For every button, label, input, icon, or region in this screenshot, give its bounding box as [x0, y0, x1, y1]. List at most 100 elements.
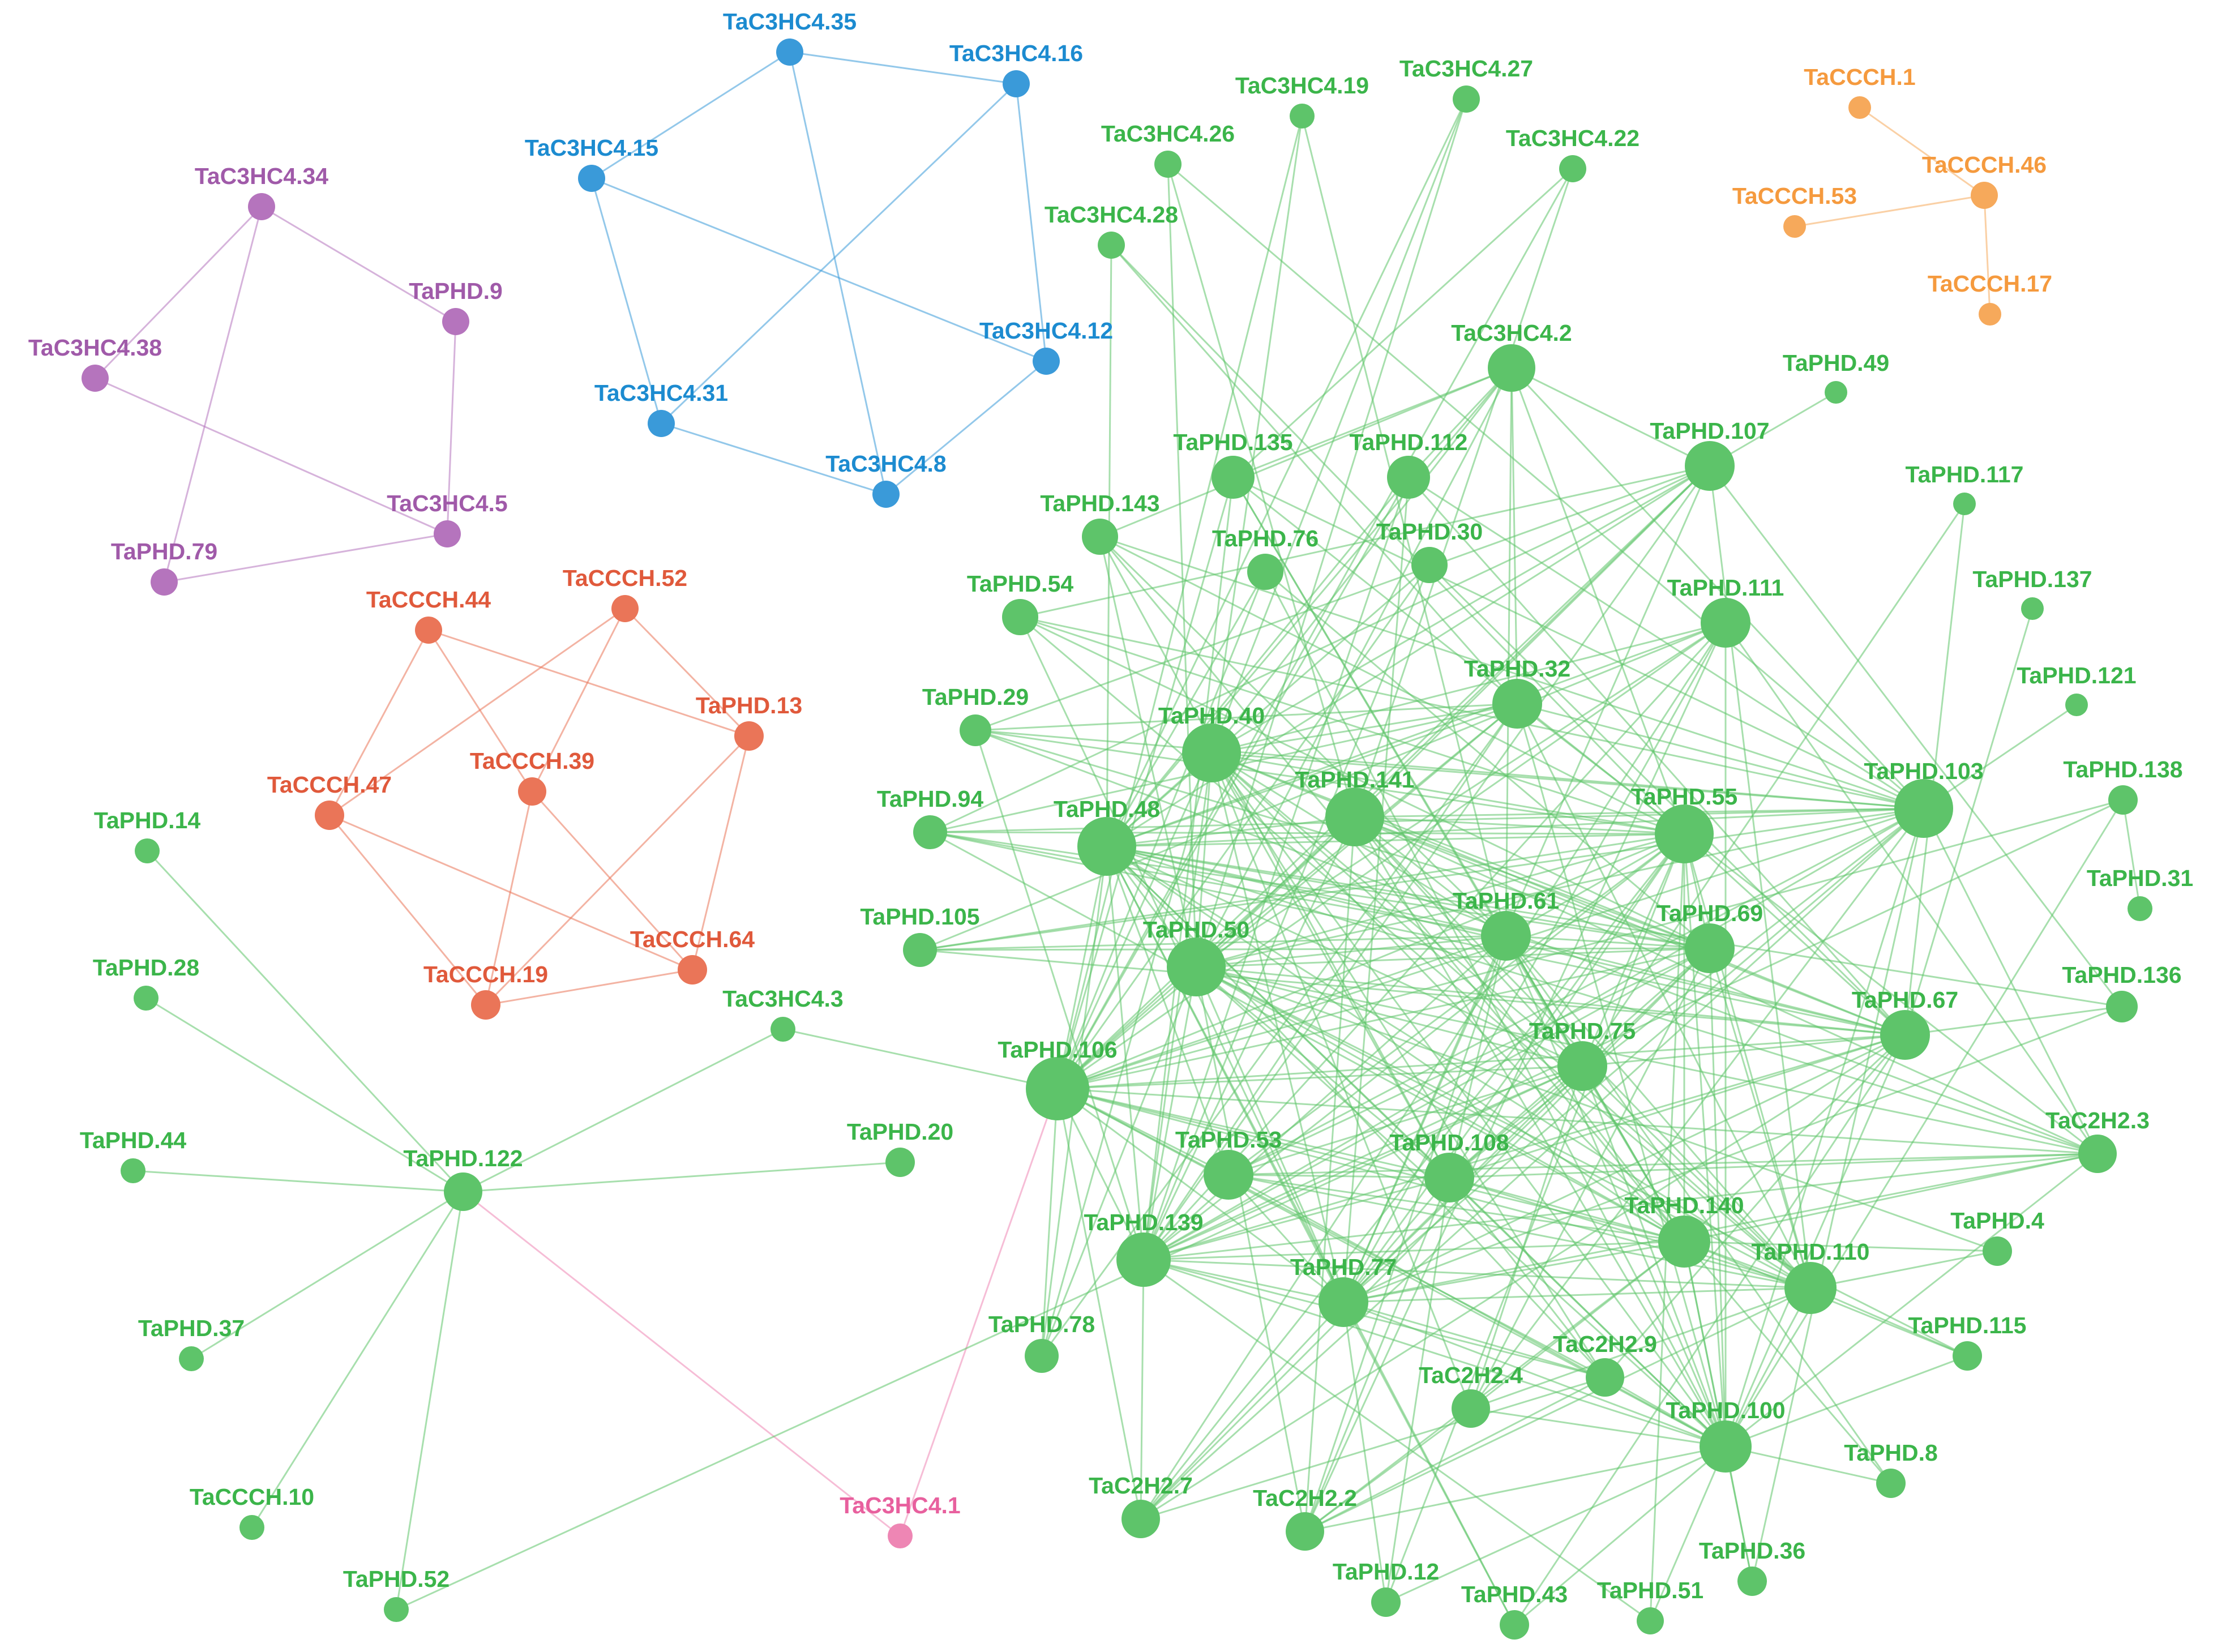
node-taccch-17[interactable] [1979, 303, 2001, 326]
node-taccch-64[interactable] [678, 955, 707, 985]
node-tac2h2-4[interactable] [1452, 1389, 1490, 1428]
node-taphd-50[interactable] [1167, 938, 1226, 996]
edge-taphd-94--taphd-69 [930, 831, 1710, 949]
node-taphd-51[interactable] [1637, 1607, 1664, 1634]
edge-taphd-106--tac3hc4-3 [782, 1028, 1058, 1090]
node-tac2h2-9[interactable] [1586, 1358, 1624, 1397]
node-taphd-29[interactable] [960, 714, 991, 746]
node-taphd-13[interactable] [734, 721, 764, 751]
node-taphd-40[interactable] [1182, 724, 1241, 782]
node-taphd-28[interactable] [134, 986, 159, 1011]
node-taphd-20[interactable] [885, 1148, 915, 1177]
node-taphd-54[interactable] [1002, 599, 1038, 635]
node-taphd-110[interactable] [1784, 1262, 1837, 1314]
edge-tac3hc4-2--taphd-143 [1099, 367, 1512, 538]
node-taphd-94[interactable] [913, 815, 947, 849]
node-taphd-112[interactable] [1387, 456, 1430, 499]
node-taphd-139[interactable] [1116, 1232, 1171, 1287]
node-label-tac3hc4-5: TaC3HC4.5 [387, 490, 507, 516]
node-tac3hc4-8[interactable] [872, 481, 900, 508]
edge-taphd-32--taphd-29 [975, 703, 1518, 731]
node-taphd-14[interactable] [135, 838, 160, 863]
node-taphd-67[interactable] [1880, 1010, 1930, 1060]
node-taphd-44[interactable] [121, 1158, 145, 1183]
node-tac3hc4-12[interactable] [1033, 348, 1060, 375]
node-taphd-36[interactable] [1737, 1567, 1767, 1596]
edge-taphd-107--taphd-40 [1211, 465, 1710, 754]
node-taphd-8[interactable] [1876, 1469, 1906, 1498]
node-taccch-39[interactable] [518, 777, 546, 806]
node-taphd-52[interactable] [384, 1597, 409, 1622]
node-tac2h2-2[interactable] [1286, 1512, 1324, 1551]
node-taphd-105[interactable] [903, 933, 937, 967]
node-tac3hc4-19[interactable] [1290, 104, 1315, 129]
node-taphd-48[interactable] [1077, 817, 1136, 876]
node-tac3hc4-34[interactable] [248, 193, 275, 220]
node-taphd-143[interactable] [1082, 519, 1118, 555]
node-taphd-76[interactable] [1247, 554, 1283, 590]
node-taccch-1[interactable] [1848, 96, 1871, 119]
node-taccch-52[interactable] [611, 595, 639, 622]
edge-taphd-141--taphd-67 [1354, 816, 1906, 1036]
node-tac3hc4-28[interactable] [1098, 232, 1125, 259]
node-taccch-53[interactable] [1783, 215, 1806, 238]
node-taccch-44[interactable] [415, 617, 442, 644]
node-taccch-46[interactable] [1971, 182, 1998, 209]
node-tac3hc4-22[interactable] [1559, 155, 1586, 182]
node-taphd-12[interactable] [1371, 1587, 1401, 1617]
node-taphd-31[interactable] [2128, 896, 2152, 921]
node-taphd-100[interactable] [1700, 1420, 1752, 1473]
node-tac2h2-3[interactable] [2078, 1135, 2117, 1173]
node-taphd-53[interactable] [1204, 1150, 1253, 1200]
node-tac3hc4-35[interactable] [776, 38, 803, 66]
node-taphd-30[interactable] [1411, 547, 1448, 583]
node-taphd-103[interactable] [1894, 779, 1953, 838]
node-taphd-61[interactable] [1481, 911, 1531, 961]
node-taphd-69[interactable] [1685, 923, 1735, 973]
node-taccch-19[interactable] [471, 990, 500, 1020]
edge-taphd-139--taphd-100 [1143, 1259, 1726, 1448]
node-tac3hc4-3[interactable] [771, 1017, 795, 1042]
node-taphd-121[interactable] [2065, 694, 2088, 716]
node-taphd-135[interactable] [1212, 456, 1255, 499]
node-taphd-77[interactable] [1319, 1277, 1368, 1327]
node-taccch-47[interactable] [315, 801, 344, 830]
node-tac3hc4-16[interactable] [1003, 70, 1030, 97]
node-taphd-137[interactable] [2021, 597, 2044, 620]
node-taphd-32[interactable] [1492, 679, 1542, 729]
node-taccch-10[interactable] [239, 1515, 264, 1540]
node-tac3hc4-15[interactable] [578, 165, 605, 192]
node-tac2h2-7[interactable] [1122, 1500, 1160, 1538]
edge-taphd-141--taphd-100 [1354, 816, 1727, 1447]
node-taphd-49[interactable] [1825, 381, 1847, 404]
edge-taphd-110--taphd-100 [1724, 1287, 1812, 1447]
node-taphd-43[interactable] [1500, 1610, 1529, 1640]
node-tac3hc4-5[interactable] [434, 520, 461, 547]
node-tac3hc4-1[interactable] [888, 1523, 913, 1548]
node-taphd-75[interactable] [1557, 1041, 1607, 1091]
node-taphd-9[interactable] [442, 308, 469, 335]
node-taphd-111[interactable] [1701, 598, 1750, 648]
edge-tac2h2-3--taphd-100 [1725, 1153, 2098, 1448]
node-taphd-4[interactable] [1983, 1236, 2012, 1266]
node-taphd-117[interactable] [1953, 493, 1976, 515]
node-taphd-106[interactable] [1026, 1057, 1089, 1120]
node-taphd-37[interactable] [179, 1346, 204, 1371]
node-tac3hc4-26[interactable] [1154, 151, 1182, 178]
node-taphd-141[interactable] [1325, 788, 1384, 846]
node-taphd-136[interactable] [2106, 991, 2138, 1022]
node-taphd-122[interactable] [444, 1172, 482, 1211]
node-tac3hc4-27[interactable] [1453, 85, 1480, 113]
node-taphd-79[interactable] [151, 568, 178, 596]
node-taphd-108[interactable] [1424, 1153, 1474, 1202]
node-taphd-115[interactable] [1953, 1341, 1982, 1371]
node-tac3hc4-2[interactable] [1488, 344, 1535, 392]
node-tac3hc4-31[interactable] [648, 410, 675, 437]
node-taphd-78[interactable] [1025, 1339, 1059, 1373]
node-taphd-140[interactable] [1658, 1216, 1710, 1268]
edge-taccch-44--taccch-47 [328, 630, 430, 816]
node-taphd-107[interactable] [1685, 441, 1735, 491]
node-tac3hc4-38[interactable] [82, 365, 109, 392]
node-taphd-138[interactable] [2108, 785, 2138, 815]
node-taphd-55[interactable] [1655, 804, 1714, 863]
